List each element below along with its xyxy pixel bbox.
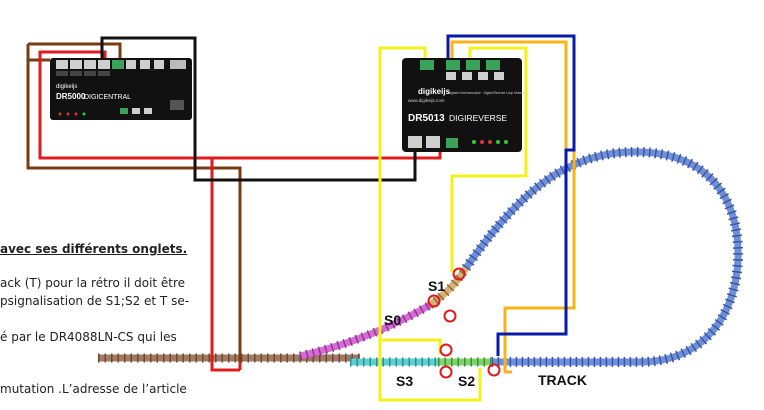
wire-orange-track xyxy=(503,356,512,374)
wire-red-feeder xyxy=(210,158,240,372)
doc-heading: avec ses différents onglets. xyxy=(0,242,188,256)
doc-line: ack (T) pour la rétro il doit être xyxy=(0,276,186,290)
insulation-marker xyxy=(487,363,501,377)
insulation-marker xyxy=(452,267,466,281)
insulation-marker xyxy=(427,294,441,308)
doc-line: mutation .L’adresse de l’article xyxy=(0,382,187,396)
wire-brown xyxy=(26,58,242,370)
dr5013-model: DR5013 xyxy=(408,113,445,124)
wire-brown-dr5000 xyxy=(28,42,122,58)
wire-blue xyxy=(446,34,576,356)
wire-red xyxy=(38,50,442,160)
insulation-marker xyxy=(439,365,453,379)
wire-yellow-s1 xyxy=(450,46,528,272)
dr5013-url: www.digikeijs.com xyxy=(408,98,445,103)
doc-line: psignalisation de S1;S2 et T se- xyxy=(0,294,190,308)
insulation-marker xyxy=(443,309,457,323)
dr5000-model: DR5000 xyxy=(56,92,86,101)
label-track: TRACK xyxy=(538,372,587,388)
track-loop xyxy=(463,148,742,366)
label-s1: S1 xyxy=(428,278,445,294)
label-s2: S2 xyxy=(458,373,475,389)
dr5013-brand: digikeijs xyxy=(418,87,451,96)
dr5000-subtitle: DIGICENTRAL xyxy=(84,94,131,101)
track-s1-ties xyxy=(427,265,470,309)
wire-black xyxy=(100,36,417,182)
track-s0-ties xyxy=(298,301,433,361)
dr5000-brand: digikeijs xyxy=(56,84,77,90)
wire-yellow xyxy=(378,46,482,402)
dr5013-description: Digitale Keerlusmodule · Digital Reverse… xyxy=(448,91,525,95)
dr5013-device: digikeijs www.digikeijs.com Digitale Kee… xyxy=(402,58,525,152)
track-loop-ties xyxy=(461,146,744,367)
doc-line: é par le DR4088LN-CS qui les xyxy=(0,330,177,344)
dr5000-device: digikeijs DR5000 DIGICENTRAL xyxy=(50,58,192,120)
dr5013-subtitle: DIGIREVERSE xyxy=(449,113,507,123)
label-s0: S0 xyxy=(384,312,401,328)
label-s3: S3 xyxy=(396,373,413,389)
wire-yellow-s3 xyxy=(380,338,442,354)
insulation-marker xyxy=(439,343,453,357)
